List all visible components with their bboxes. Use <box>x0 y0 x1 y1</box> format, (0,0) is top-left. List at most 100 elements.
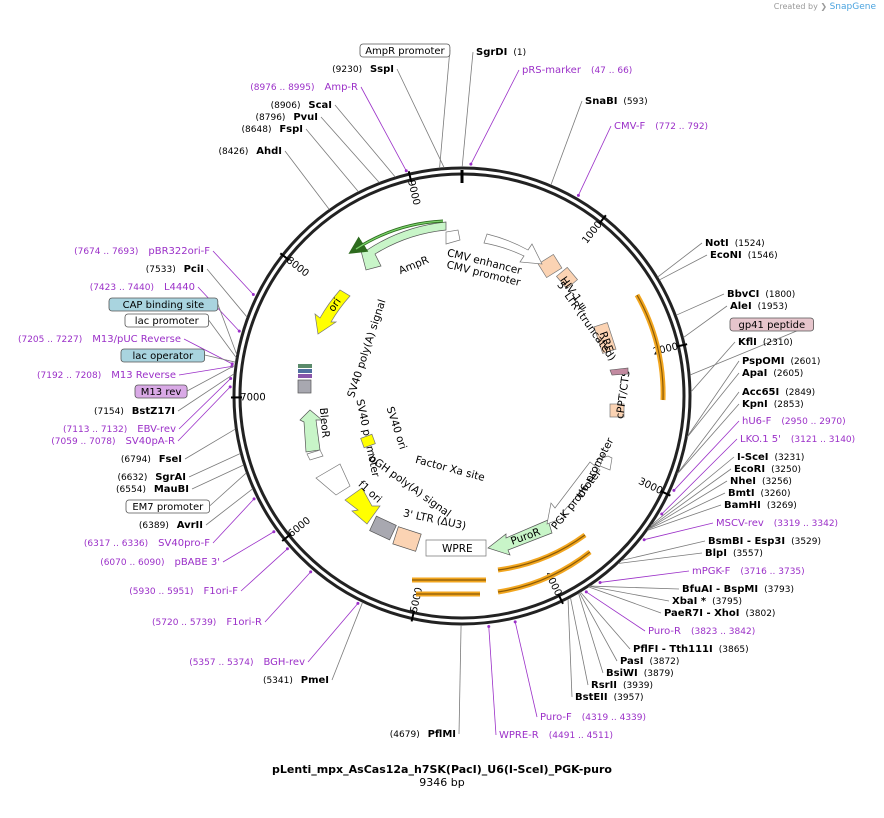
tick-6000 <box>281 533 292 542</box>
primer-site[interactable]: CMV-F(772 .. 792) <box>614 121 708 132</box>
primer-site[interactable]: pRS-marker(47 .. 66) <box>522 65 632 76</box>
feature-label[interactable]: lac promoter <box>135 316 200 327</box>
enzyme-site[interactable]: (7154) BstZ17I <box>94 406 175 417</box>
u6-feature[interactable]: U6 promoter <box>575 435 617 500</box>
primer-name: Amp-R <box>325 82 359 93</box>
hiv-psi-block[interactable] <box>556 266 578 290</box>
feature-label[interactable]: EM7 promoter <box>132 502 204 513</box>
leader-line <box>550 100 583 186</box>
enzyme-site[interactable]: (8426) AhdI <box>218 146 282 157</box>
primer-site-marker <box>487 624 491 628</box>
feature-label[interactable]: M13 rev <box>141 387 182 398</box>
primer-site[interactable]: hU6-F(2950 .. 2970) <box>742 416 846 427</box>
factor-xa-label: Factor Xa site <box>414 454 486 484</box>
enzyme-site[interactable]: (9230) SspI <box>332 64 394 75</box>
orange-feature-arc-3-core <box>497 551 591 593</box>
enzyme-site[interactable]: KpnI(2853) <box>742 399 804 410</box>
primer-site[interactable]: (5720 .. 5739)F1ori-R <box>152 617 262 628</box>
puror-feature[interactable]: PuroR <box>487 519 553 556</box>
enzyme-site[interactable]: BsiWI(3879) <box>606 668 674 679</box>
primer-site[interactable]: WPRE-R(4491 .. 4511) <box>499 730 613 741</box>
primer-name: LKO.1 5' <box>740 434 781 445</box>
leader-line <box>191 464 244 490</box>
sv40-ori-block[interactable] <box>360 433 376 449</box>
enzyme-site[interactable]: (5341) PmeI <box>263 675 329 686</box>
enzyme-name: PaeR7I - XhoI <box>664 608 740 619</box>
cppt-block[interactable] <box>609 403 625 418</box>
primer-position: (5357 .. 5374) <box>189 658 253 668</box>
primer-site[interactable]: (7059 .. 7078)SV40pA-R <box>51 436 175 447</box>
enzyme-site[interactable]: (8906) ScaI <box>271 100 332 111</box>
bleor-feature[interactable]: BleoR <box>299 407 332 453</box>
enzyme-site[interactable]: (6632) SgrAI <box>117 472 186 483</box>
primer-site-marker <box>598 580 602 584</box>
enzyme-site[interactable]: BstEII(3957) <box>575 692 644 703</box>
enzyme-site[interactable]: (8648) FspI <box>242 124 303 135</box>
primer-name: Puro-F <box>540 712 572 723</box>
enzyme-site[interactable]: BsmBI - Esp3I(3529) <box>708 536 821 547</box>
leader-line <box>673 420 740 491</box>
enzyme-site[interactable]: (6794) FseI <box>121 454 182 465</box>
primer-site[interactable]: (7192 .. 7208)M13 Reverse <box>37 370 176 381</box>
feature-label[interactable]: CAP binding site <box>123 300 205 311</box>
bleor-label: BleoR <box>317 407 332 438</box>
primer-site[interactable]: MSCV-rev(3319 .. 3342) <box>716 518 838 529</box>
primer-name: BGH-rev <box>263 657 305 668</box>
enzyme-site[interactable]: NheI(3256) <box>730 476 792 487</box>
primer-site[interactable]: (7205 .. 7227)M13/pUC Reverse <box>18 334 181 345</box>
enzyme-site[interactable]: PspOMI(2601) <box>742 356 820 367</box>
enzyme-site[interactable]: SgrDI(1) <box>476 47 526 58</box>
enzyme-name: RsrII <box>591 680 617 691</box>
enzyme-site[interactable]: (8796) PvuI <box>256 112 318 123</box>
enzyme-site[interactable]: NotI(1524) <box>705 238 765 249</box>
enzyme-site[interactable]: RsrII(3939) <box>591 680 653 691</box>
feature-label[interactable]: lac operator <box>133 351 194 362</box>
primer-site[interactable]: mPGK-F(3716 .. 3735) <box>692 566 805 577</box>
enzyme-site[interactable]: BlpI(3557) <box>705 548 763 559</box>
primer-site[interactable]: Puro-R(3823 .. 3842) <box>648 626 755 637</box>
enzyme-site[interactable]: ApaI(2605) <box>742 368 803 379</box>
feature-label[interactable]: AmpR promoter <box>365 46 445 57</box>
enzyme-site[interactable]: KflI(2310) <box>738 337 793 348</box>
enzyme-site[interactable]: PaeR7I - XhoI(3802) <box>664 608 775 619</box>
primer-site[interactable]: (6317 .. 6336)SV40pro-F <box>84 538 210 549</box>
cmv-enhancer-arrow[interactable] <box>483 233 543 265</box>
leader-line <box>570 597 589 686</box>
ltr5-block[interactable] <box>537 253 563 279</box>
enzyme-site[interactable]: (4679) PflMI <box>390 729 456 740</box>
primer-site[interactable]: (6070 .. 6090)pBABE 3' <box>100 557 220 568</box>
primer-site[interactable]: Puro-F(4319 .. 4339) <box>540 712 646 723</box>
enzyme-site[interactable]: PasI(3872) <box>620 656 679 667</box>
primer-site[interactable]: (5357 .. 5374) BGH-rev <box>189 657 305 668</box>
enzyme-site[interactable]: (7533) PciI <box>146 264 204 275</box>
enzyme-site[interactable]: PflFI - Tth111I(3865) <box>633 644 749 655</box>
primer-site[interactable]: (7423 .. 7440)L4440 <box>90 282 195 293</box>
enzyme-site[interactable]: (6554) MauBI <box>116 484 189 495</box>
enzyme-site[interactable]: EcoNI(1546) <box>710 250 778 261</box>
enzyme-site[interactable]: BamHI(3269) <box>724 500 797 511</box>
primer-site[interactable]: (5930 .. 5951)F1ori-F <box>129 586 238 597</box>
orange-feature-arc-1 <box>634 293 666 401</box>
enzyme-site[interactable]: BbvCI(1800) <box>727 289 795 300</box>
rre-block[interactable] <box>593 322 617 354</box>
enzyme-site[interactable]: SnaBI(593) <box>585 96 648 107</box>
enzyme-site[interactable]: Acc65I(2849) <box>742 387 815 398</box>
enzyme-site[interactable]: BmtI(3260) <box>728 488 790 499</box>
enzyme-site[interactable]: EcoRI(3250) <box>734 464 801 475</box>
em7-promoter-arrow <box>306 449 324 461</box>
wpre-feature[interactable]: WPRE <box>425 539 487 557</box>
ori-feature[interactable]: ori <box>314 289 351 335</box>
snapgene-logo-icon: ❯ <box>820 2 828 11</box>
enzyme-site[interactable]: BfuAI - BspMI(3793) <box>682 584 794 595</box>
enzyme-site[interactable]: (6389) AvrII <box>139 520 203 531</box>
enzyme-site[interactable]: XbaI *(3795) <box>672 596 742 607</box>
primer-site[interactable]: (7674 .. 7693)pBR322ori-F <box>74 246 210 257</box>
primer-site[interactable]: (8976 .. 8995)Amp-R <box>250 82 358 93</box>
enzyme-site[interactable]: AleI(1953) <box>730 301 788 312</box>
feature-label-box <box>108 297 219 312</box>
primer-position: (4491 .. 4511) <box>549 731 613 741</box>
feature-label[interactable]: gp41 peptide <box>738 320 805 331</box>
enzyme-site[interactable]: I-SceI(3231) <box>737 452 804 463</box>
primer-site[interactable]: LKO.1 5'(3121 .. 3140) <box>740 434 855 445</box>
primer-site[interactable]: (7113 .. 7132)EBV-rev <box>63 424 176 435</box>
